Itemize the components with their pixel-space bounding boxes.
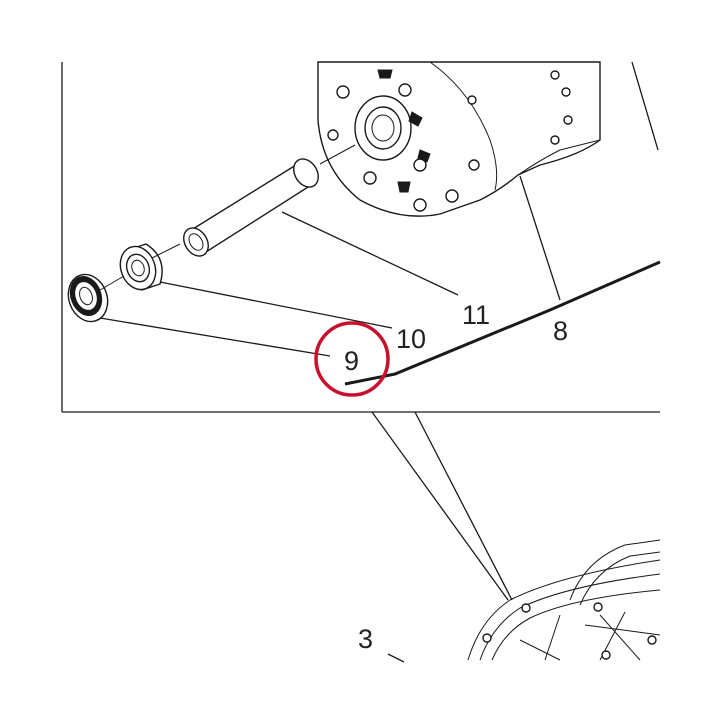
highlight-circle (314, 321, 390, 397)
assembly-axis (99, 144, 356, 291)
callout-11: 11 (462, 300, 490, 330)
wheel-hub (317, 61, 601, 217)
callout-8: 8 (553, 316, 568, 346)
wheel-rim (467, 539, 661, 661)
seal-ring (67, 273, 109, 323)
callout-10: 10 (396, 324, 426, 354)
callout-9: 9 (344, 346, 359, 376)
callout-leaders (99, 61, 659, 663)
zoom-leader-lines (371, 411, 513, 601)
axle-spacer (183, 158, 319, 257)
detail-frame (61, 62, 660, 413)
bearing (119, 243, 163, 291)
drive-line (344, 260, 661, 386)
callout-3: 3 (358, 624, 373, 654)
